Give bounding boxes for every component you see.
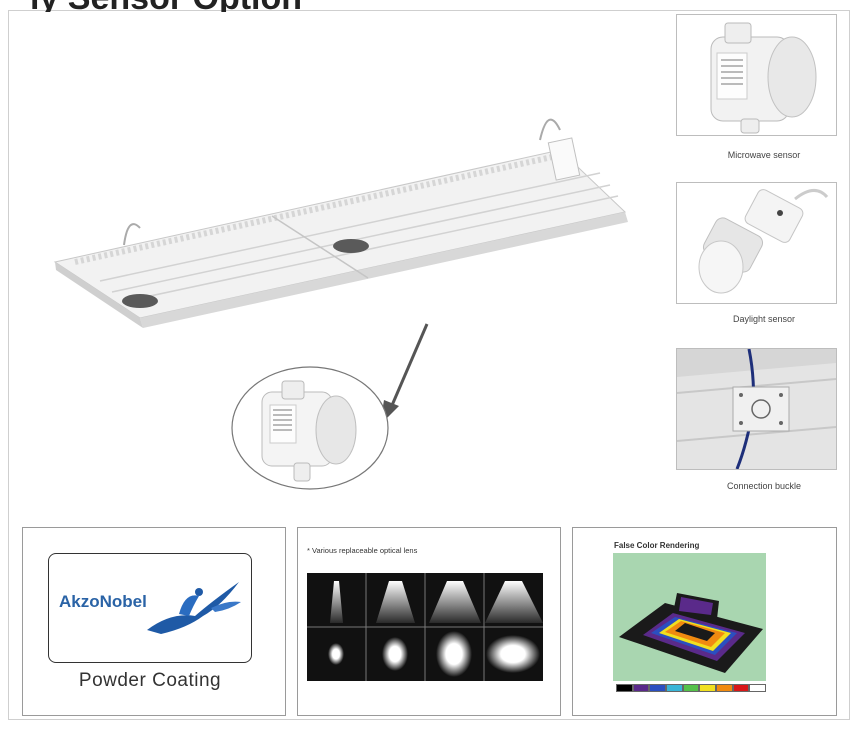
callout-arrow-line [388, 323, 429, 411]
scale-swatch [732, 684, 750, 692]
daylight-sensor-image [698, 189, 829, 294]
scale-swatch [699, 684, 717, 692]
spot-narrow [328, 643, 344, 665]
fixture [53, 118, 628, 328]
hanging-hook-right [539, 118, 561, 141]
scale-swatch [682, 684, 700, 692]
false-color-title: False Color Rendering [614, 541, 700, 550]
spot-medium [382, 637, 408, 671]
sensor-hole-left [122, 294, 158, 308]
panel-powder-coating [22, 527, 286, 716]
beam-medium [376, 581, 415, 623]
top-title-clip: ly Sensor Option [30, 0, 650, 12]
microwave-sensor-image [710, 22, 817, 134]
driver-box [547, 137, 581, 181]
page-title: ly Sensor Option [30, 0, 650, 12]
fixture-front-edge [140, 212, 628, 328]
caption-connection-buckle: Connection buckle [726, 481, 802, 491]
scale-swatch [632, 684, 650, 692]
scale-swatch [649, 684, 667, 692]
scale-swatch [616, 684, 633, 692]
caption-microwave-sensor: Microwave sensor [727, 150, 801, 160]
beam-extra-wide [485, 581, 543, 623]
false-color-scale [616, 684, 767, 692]
beam-patterns [307, 573, 543, 681]
page-frame [8, 10, 850, 720]
connection-buckle-image [677, 349, 836, 469]
caption-daylight-sensor: Daylight sensor [732, 314, 796, 324]
false-color-plot [613, 553, 766, 681]
scale-swatch [666, 684, 683, 692]
scale-swatch [749, 684, 767, 692]
akzonobel-logo-box: AkzoNobel [48, 553, 252, 663]
lens-beam-grid [307, 573, 543, 681]
powder-coating-label: Powder Coating [78, 670, 222, 691]
hanging-hook-left [123, 223, 141, 246]
microwave-sensor-closeup [261, 380, 357, 482]
akzonobel-wordmark: AkzoNobel [59, 592, 147, 611]
akzonobel-flying-figure-logo [147, 582, 241, 634]
thumb-daylight-sensor [676, 182, 837, 304]
false-color-heatmap [619, 593, 763, 673]
spot-extra-wide [486, 635, 540, 673]
scale-swatch [716, 684, 733, 692]
beam-wide [429, 581, 481, 623]
lens-title: * Various replaceable optical lens [307, 546, 418, 555]
spot-wide [436, 631, 472, 677]
thumb-microwave-sensor [676, 14, 837, 136]
thumb-connection-buckle [676, 348, 837, 470]
center-joint [271, 215, 369, 279]
sensor-hole-right [333, 239, 369, 253]
false-color-scale-ticks [616, 694, 766, 699]
heatsink-fins [74, 149, 576, 265]
fixture-side-edge [55, 262, 143, 328]
beam-narrow [330, 581, 343, 623]
led-linear-highbay-illustration [53, 118, 628, 490]
